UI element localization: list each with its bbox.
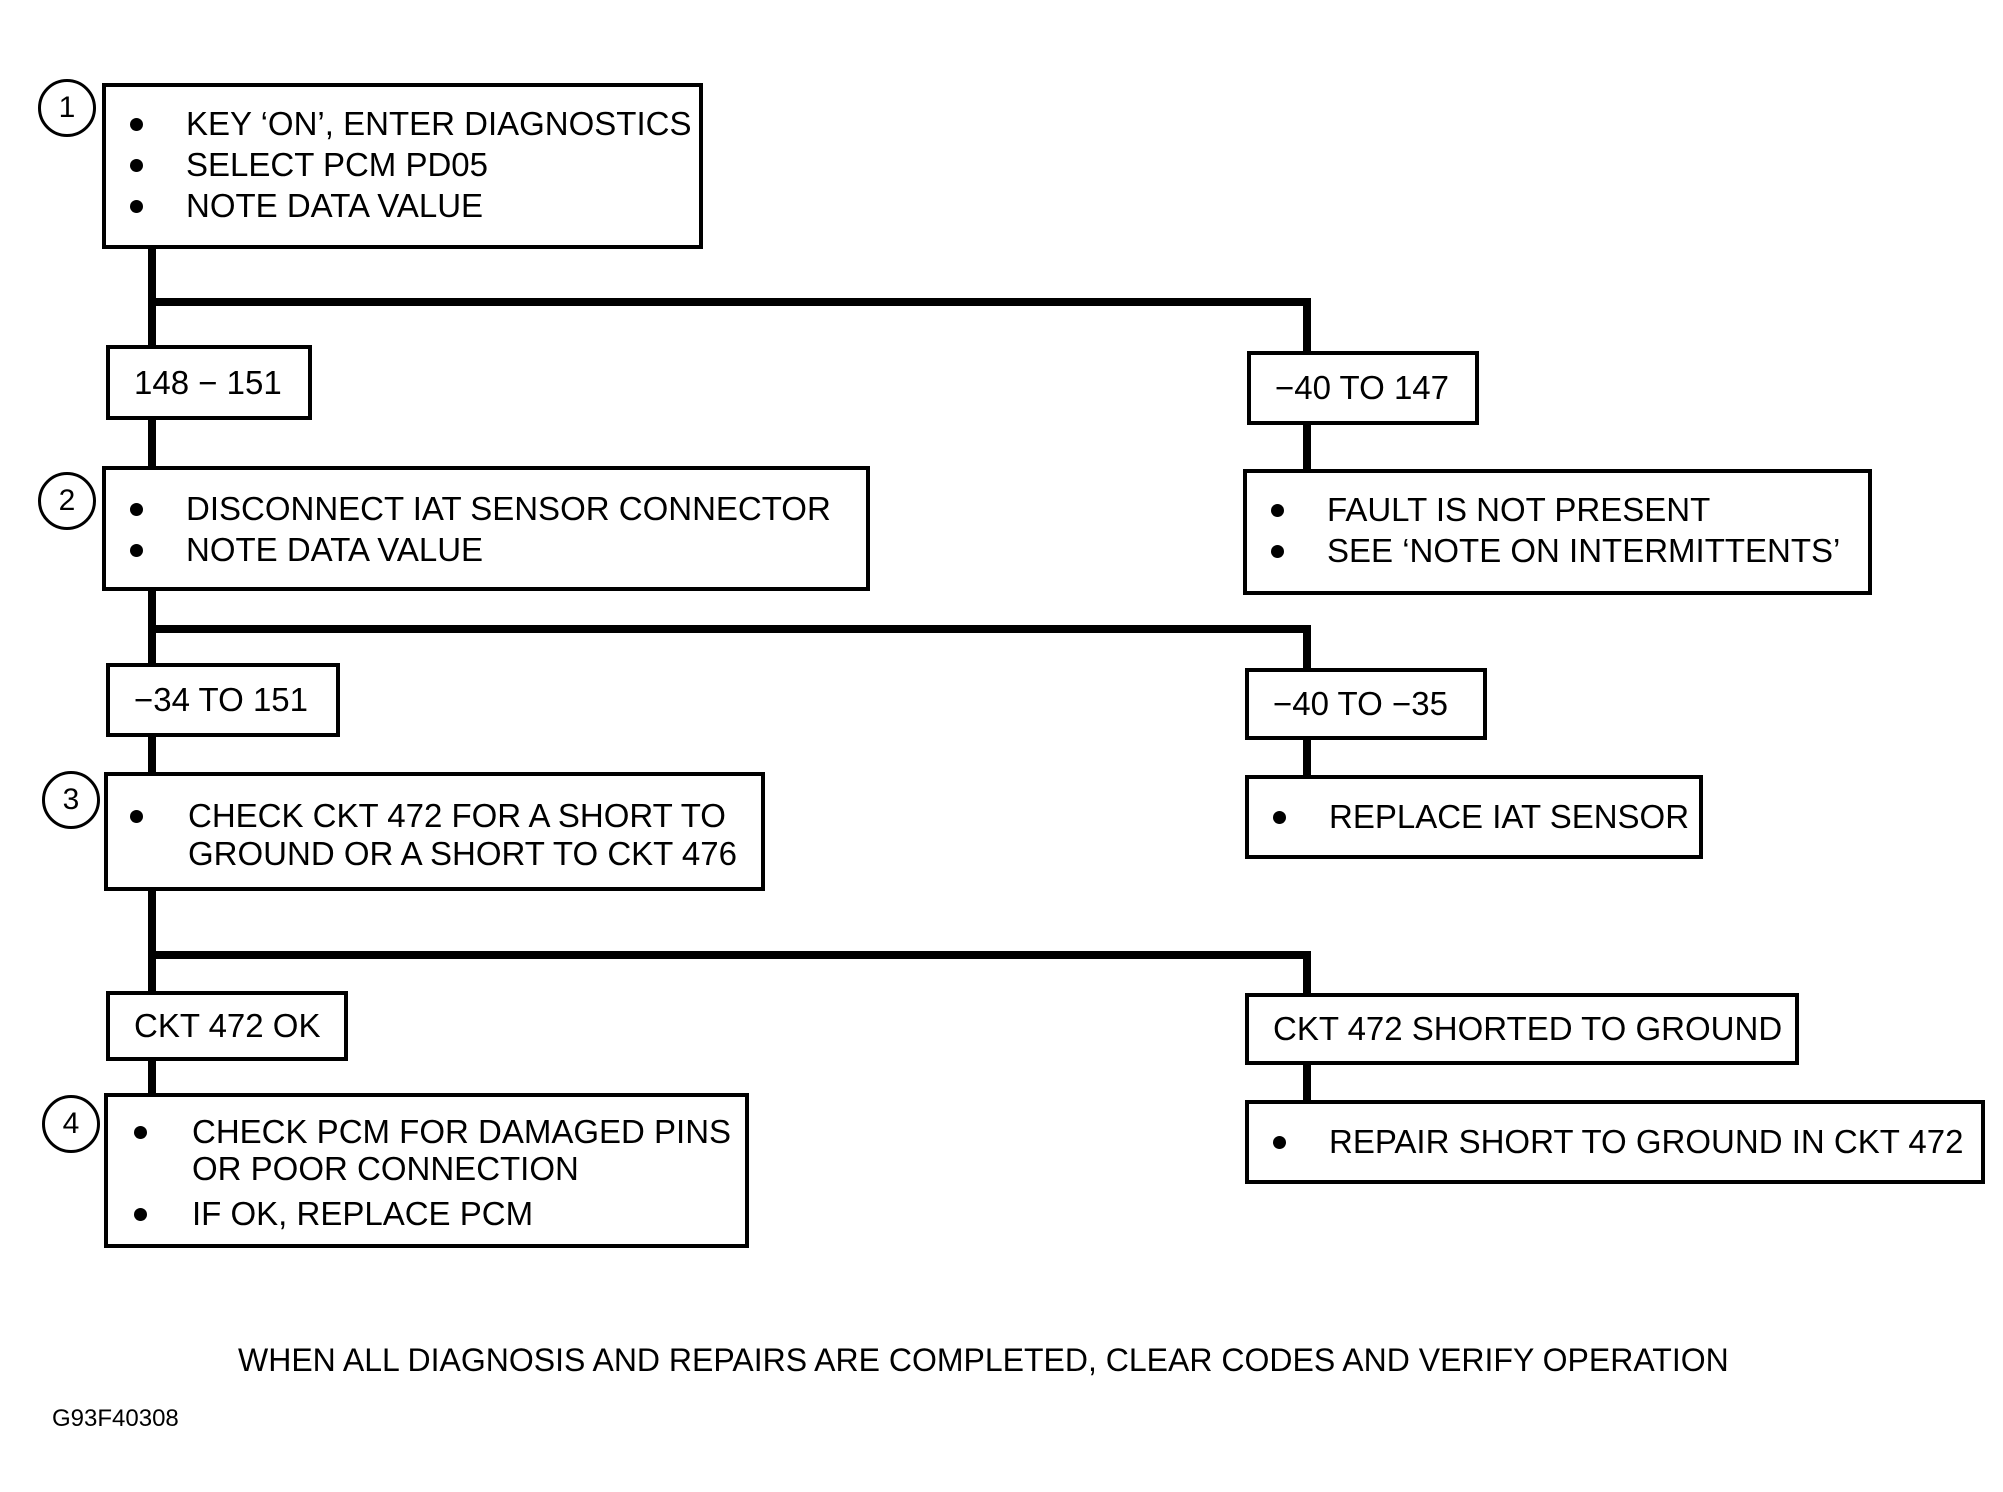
result-ckt-472-ok: CKT 472 OK bbox=[106, 991, 348, 1061]
connector-branch3-right bbox=[1303, 951, 1311, 995]
step-2-box: DISCONNECT IAT SENSOR CONNECTOR NOTE DAT… bbox=[102, 466, 870, 591]
step-4-box: CHECK PCM FOR DAMAGED PINS OR POOR CONNE… bbox=[104, 1093, 749, 1248]
step-number-2: 2 bbox=[38, 472, 96, 530]
step-number-1: 1 bbox=[38, 79, 96, 137]
connector-result1r-outcome bbox=[1303, 423, 1311, 471]
branch-step3 bbox=[148, 951, 1311, 959]
footer-instruction: WHEN ALL DIAGNOSIS AND REPAIRS ARE COMPL… bbox=[238, 1342, 1729, 1378]
result-148-151: 148 − 151 bbox=[106, 345, 312, 420]
connector-branch1-right bbox=[1303, 298, 1311, 353]
outcome-repair-short-box: REPAIR SHORT TO GROUND IN CKT 472 bbox=[1245, 1100, 1985, 1184]
outcome-fault-not-present-box: FAULT IS NOT PRESENT SEE ‘NOTE ON INTERM… bbox=[1243, 469, 1872, 595]
connector-branch2-right bbox=[1303, 625, 1311, 670]
connector-result1-step2 bbox=[148, 418, 156, 468]
step-number-3: 3 bbox=[42, 771, 100, 829]
step-number-4: 4 bbox=[42, 1095, 100, 1153]
connector-result2r-outcome bbox=[1303, 738, 1311, 777]
branch-step1 bbox=[148, 298, 1311, 306]
connector-step3-down bbox=[148, 888, 156, 993]
step-1-box: KEY ‘ON’, ENTER DIAGNOSTICS SELECT PCM P… bbox=[102, 83, 703, 249]
step-3-box: CHECK CKT 472 FOR A SHORT TO GROUND OR A… bbox=[104, 772, 765, 891]
result-minus34-to-151: −34 TO 151 bbox=[106, 663, 340, 737]
connector-result2-step3 bbox=[148, 735, 156, 775]
branch-step2 bbox=[148, 625, 1311, 633]
connector-result3-step4 bbox=[148, 1058, 156, 1098]
connector-result3r-outcome bbox=[1303, 1063, 1311, 1102]
figure-id: G93F40308 bbox=[52, 1405, 179, 1432]
result-ckt-472-shorted: CKT 472 SHORTED TO GROUND bbox=[1245, 993, 1799, 1065]
result-minus40-to-minus35: −40 TO −35 bbox=[1245, 668, 1487, 740]
result-minus40-to-147: −40 TO 147 bbox=[1247, 351, 1479, 425]
outcome-replace-iat-box: REPLACE IAT SENSOR bbox=[1245, 775, 1703, 859]
connector-step1-down bbox=[148, 245, 156, 347]
